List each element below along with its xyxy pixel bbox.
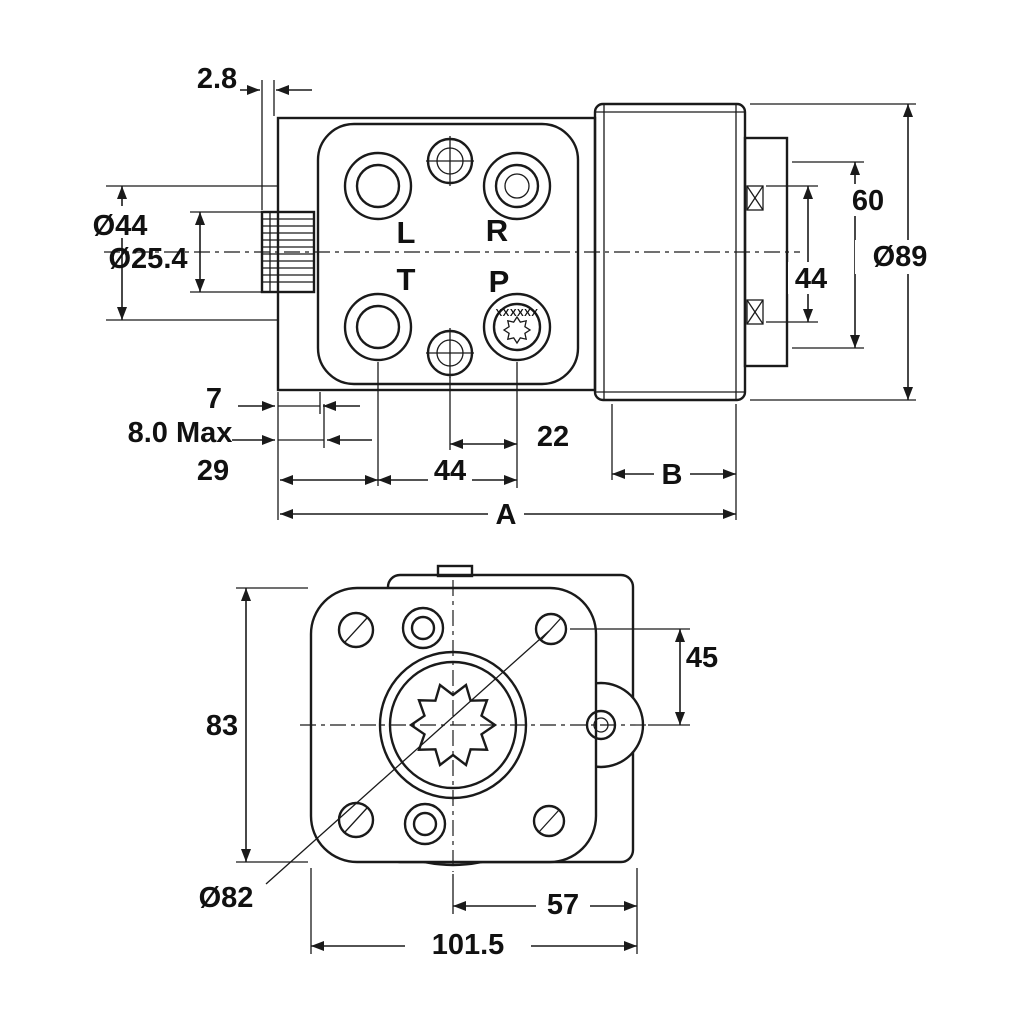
dim-shaft-label: Ø25.4 — [109, 243, 188, 275]
dim-60-label: 60 — [852, 185, 884, 217]
dim-body-dia-label: Ø89 — [873, 241, 928, 273]
dim-lip-label: 2.8 — [197, 63, 237, 95]
dim-plate-label: 7 — [206, 383, 222, 415]
seal-groove-top — [746, 185, 764, 211]
port-label-p: P — [489, 264, 510, 299]
gauge-port-top — [426, 136, 474, 186]
dim-collar-label: Ø44 — [93, 210, 148, 242]
dimensions-side-view: 2.8 Ø44 Ø25.4 7 8.0 Max 29 22 44 B A Ø89… — [74, 63, 945, 531]
screw-bottom-right — [532, 804, 566, 838]
port-label-t: T — [397, 262, 416, 297]
dim-22-label: 22 — [537, 421, 569, 453]
dim-57-label: 57 — [547, 889, 579, 921]
dim-spline-max-label: 8.0 Max — [128, 417, 233, 449]
dim-a-label: A — [496, 499, 517, 531]
hole-top-mid — [401, 606, 445, 650]
port-r — [482, 151, 552, 221]
dim-rear-44-label: 44 — [795, 263, 827, 295]
seal-groove-bottom — [746, 299, 764, 325]
p-port-spline — [502, 315, 532, 345]
dim-pilot-label: Ø82 — [199, 882, 254, 914]
screw-top-right — [534, 612, 568, 646]
screw-top-left — [337, 611, 375, 649]
dim-101-5-label: 101.5 — [432, 929, 505, 961]
dimensions-front-view: 83 45 Ø82 57 101.5 — [199, 587, 718, 962]
dim-b-label: B — [662, 459, 683, 491]
p-port-marking: XXXXXX — [495, 308, 538, 319]
port-l — [343, 151, 413, 221]
dim-44-label: 44 — [434, 455, 466, 487]
port-label-l: L — [397, 215, 416, 250]
front-view: 83 45 Ø82 57 101.5 — [199, 564, 718, 962]
pilot-leader-line — [265, 630, 550, 885]
dim-29-label: 29 — [197, 455, 229, 487]
tab-hole — [585, 709, 617, 741]
spline-bore — [378, 650, 528, 800]
side-view: XXXXXX L R T P — [74, 63, 945, 531]
dim-83-label: 83 — [206, 710, 238, 742]
port-p: XXXXXX — [482, 292, 552, 362]
valve-housing — [276, 102, 789, 402]
splined-shaft — [260, 210, 316, 294]
gauge-port-bottom — [426, 328, 474, 378]
port-label-r: R — [486, 213, 508, 248]
top-notch — [436, 564, 474, 578]
port-t — [343, 292, 413, 362]
dim-45-label: 45 — [686, 642, 718, 674]
hole-bottom-mid — [403, 802, 447, 846]
